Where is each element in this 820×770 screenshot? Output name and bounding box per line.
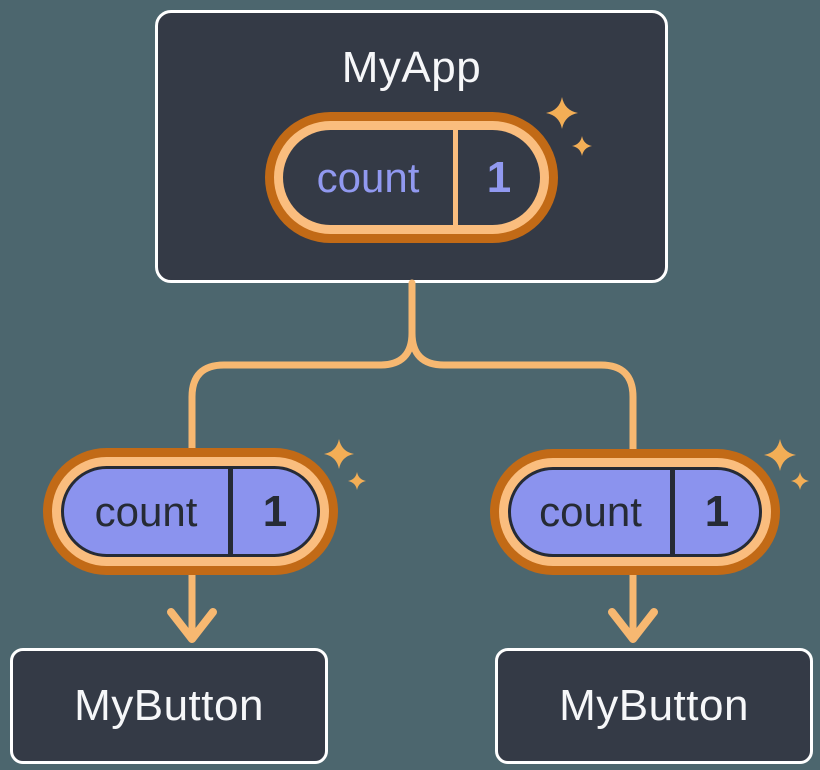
node-mybutton-left-title: MyButton	[74, 681, 264, 730]
state-name: count	[94, 487, 198, 535]
state-name: count	[316, 153, 420, 201]
state-pill-mybutton-left: count 1	[43, 448, 338, 575]
state-pill-ring: count 1	[274, 121, 549, 234]
node-myapp-title: MyApp	[341, 43, 482, 92]
sparkle-icon	[791, 472, 809, 490]
pill-divider	[670, 470, 675, 554]
state-value: 1	[486, 152, 512, 202]
sparkle-icon	[348, 472, 366, 490]
left-arrowhead-icon	[167, 608, 217, 643]
state-value: 1	[704, 487, 730, 536]
state-name: count	[539, 488, 642, 535]
right-arrowhead-icon	[608, 608, 658, 643]
state-pill-ring: count 1	[499, 458, 771, 566]
sparkle-icon	[764, 439, 796, 471]
node-mybutton-right: MyButton	[495, 648, 813, 764]
node-mybutton-right-title: MyButton	[559, 681, 749, 730]
state-pill-ring: count 1	[52, 457, 329, 566]
node-mybutton-left: MyButton	[10, 648, 328, 764]
state-value: 1	[262, 486, 288, 536]
pill-divider	[453, 130, 458, 225]
state-pill-mybutton-right: count 1	[490, 449, 780, 575]
sparkle-icon	[324, 439, 354, 469]
state-pill-myapp: count 1	[265, 112, 558, 243]
